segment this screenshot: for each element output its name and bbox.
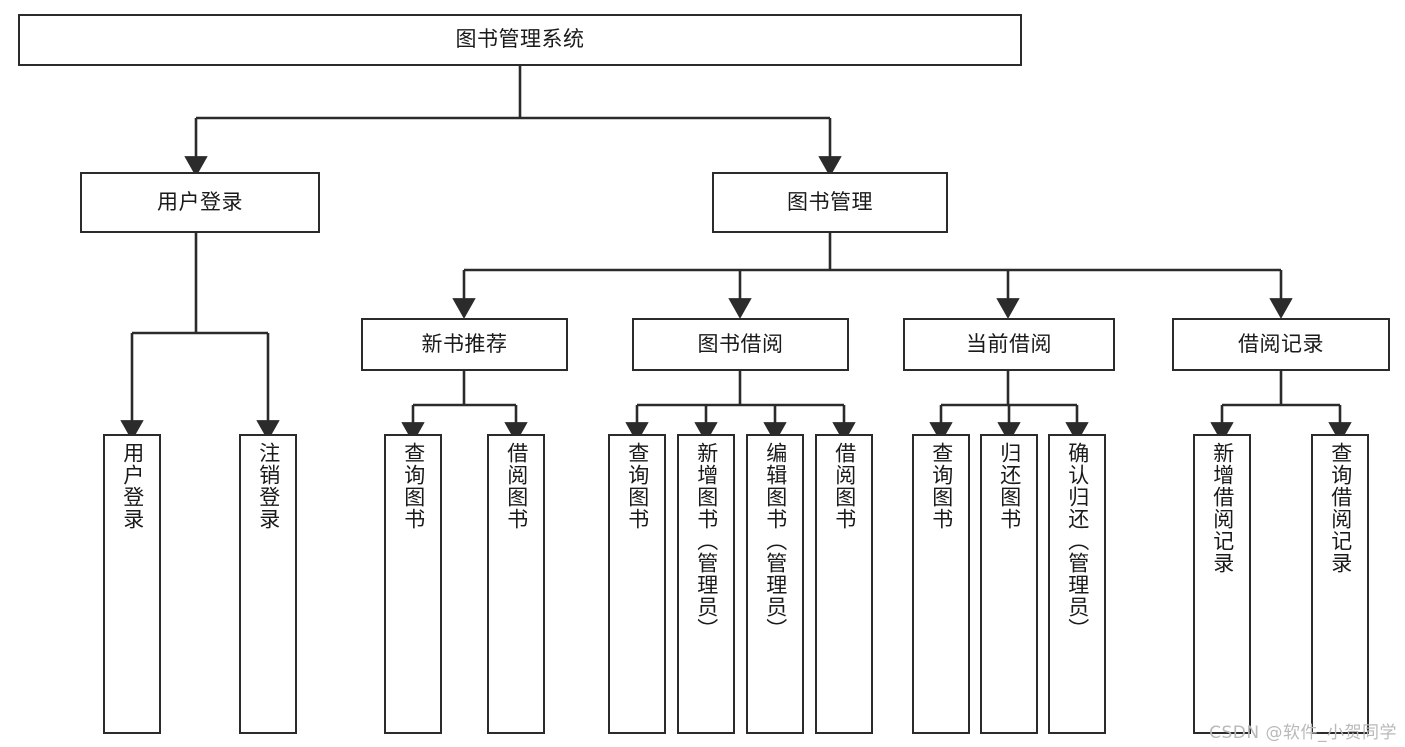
leaf-borrow-query-book[interactable]: 查询图书 [608, 434, 666, 734]
leaf-newbook-borrow-book[interactable]: 借阅图书 [487, 434, 545, 734]
leaf-logout-login[interactable]: 注销登录 [239, 434, 297, 734]
node-label: 新书推荐 [421, 331, 508, 356]
node-borrow-record[interactable]: 借阅记录 [1172, 318, 1390, 371]
node-root-book-management-system[interactable]: 图书管理系统 [18, 14, 1022, 66]
node-user-login[interactable]: 用户登录 [80, 172, 320, 233]
node-book-borrow[interactable]: 图书借阅 [632, 318, 849, 371]
leaf-record-query-borrow-record[interactable]: 查询借阅记录 [1311, 434, 1369, 734]
node-label: 图书管理系统 [455, 27, 585, 52]
leaf-borrow-add-book-admin[interactable]: 新增图书（管理员） [677, 434, 735, 734]
leaf-current-return-book[interactable]: 归还图书 [980, 434, 1038, 734]
leaf-label: 查询图书 [929, 442, 954, 530]
leaf-user-login[interactable]: 用户登录 [103, 434, 161, 734]
csdn-watermark: CSDN @软件_小贺同学 [1209, 723, 1397, 743]
leaf-label: 用户登录 [120, 442, 145, 530]
node-label: 当前借阅 [966, 331, 1052, 356]
node-book-management[interactable]: 图书管理 [712, 172, 948, 233]
leaf-current-query-book[interactable]: 查询图书 [912, 434, 970, 734]
leaf-label: 借阅图书 [832, 442, 857, 530]
node-label: 图书借阅 [697, 331, 784, 356]
node-label: 借阅记录 [1238, 331, 1324, 356]
leaf-borrow-borrow-book[interactable]: 借阅图书 [815, 434, 873, 734]
node-label: 用户登录 [157, 189, 243, 214]
node-current-borrow[interactable]: 当前借阅 [903, 318, 1115, 371]
leaf-label: 新增图书（管理员） [694, 442, 719, 640]
leaf-label: 借阅图书 [504, 442, 529, 530]
leaf-label: 新增借阅记录 [1210, 442, 1235, 574]
leaf-label: 归还图书 [997, 442, 1022, 530]
node-new-book-recommend[interactable]: 新书推荐 [361, 318, 568, 371]
leaf-label: 编辑图书（管理员） [763, 442, 788, 640]
leaf-borrow-edit-book-admin[interactable]: 编辑图书（管理员） [746, 434, 804, 734]
leaf-label: 查询图书 [625, 442, 650, 530]
leaf-label: 注销登录 [256, 442, 281, 530]
leaf-record-add-borrow-record[interactable]: 新增借阅记录 [1193, 434, 1251, 734]
leaf-label: 查询图书 [401, 442, 426, 530]
leaf-newbook-query-book[interactable]: 查询图书 [384, 434, 442, 734]
leaf-current-confirm-return-admin[interactable]: 确认归还（管理员） [1048, 434, 1106, 734]
leaf-label: 确认归还（管理员） [1065, 442, 1090, 640]
leaf-label: 查询借阅记录 [1328, 442, 1353, 574]
node-label: 图书管理 [787, 189, 873, 214]
